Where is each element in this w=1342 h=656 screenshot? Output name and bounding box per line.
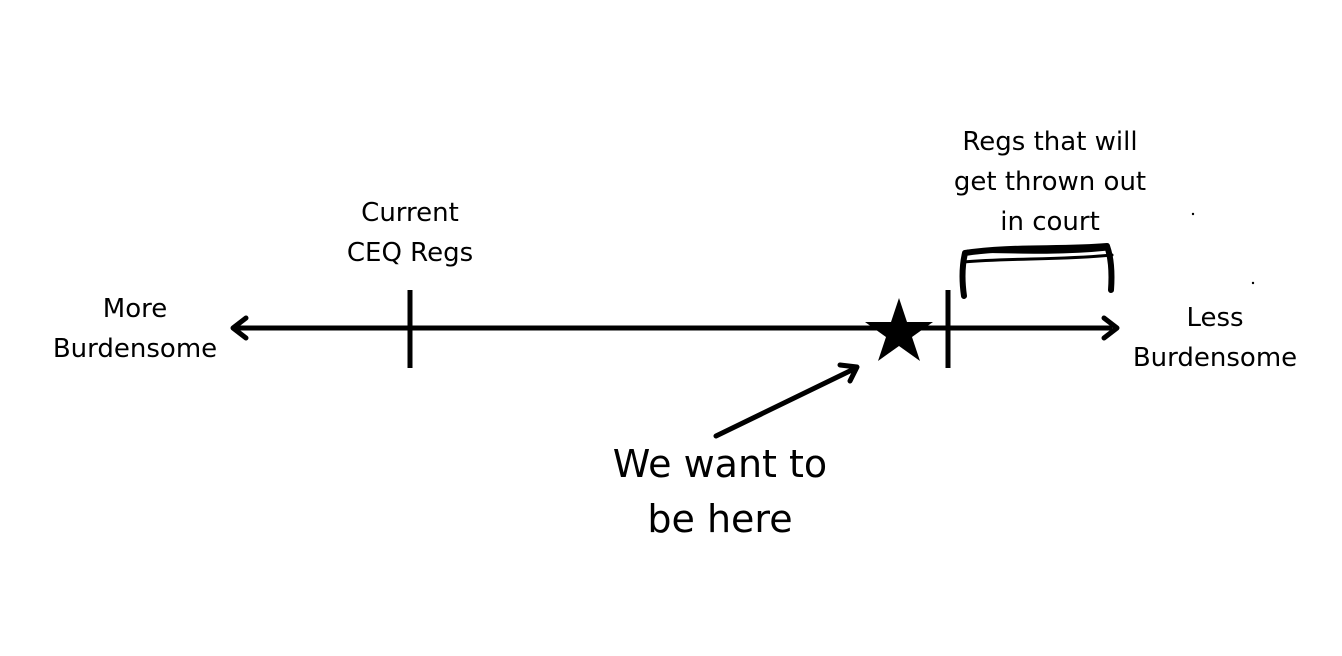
thrown-out-line-3: in court (1000, 207, 1100, 237)
stray-speck (1191, 212, 1195, 216)
less-burdensome-line-2: Burdensome (1132, 343, 1298, 373)
thrown-out-line-2: get thrown out (953, 167, 1147, 197)
star-icon (865, 298, 933, 361)
stray-speck (1251, 281, 1255, 285)
axis-right-arrowhead (1101, 315, 1120, 341)
axis-left-arrowhead (230, 315, 249, 341)
target-callout-label: We want to be here (590, 437, 850, 547)
thrown-out-line-1: Regs that will (962, 127, 1138, 157)
pointer-arrow-shaft (713, 365, 859, 439)
less-burdensome-line-1: Less (1186, 303, 1244, 333)
more-burdensome-line-2: Burdensome (52, 334, 218, 364)
thrown-out-bracket (959, 243, 1115, 299)
target-callout-line-1: We want to (612, 442, 828, 486)
more-burdensome-line-1: More (102, 294, 168, 324)
current-regs-line-2: CEQ Regs (346, 238, 474, 268)
more-burdensome-label: More Burdensome (40, 289, 230, 369)
target-callout-line-2: be here (647, 497, 793, 541)
current-regs-line-1: Current (361, 198, 459, 228)
less-burdensome-label: Less Burdensome (1120, 298, 1310, 378)
thrown-out-label: Regs that will get thrown out in court (930, 122, 1170, 242)
pointer-arrowhead (837, 362, 860, 384)
current-regs-label: Current CEQ Regs (320, 193, 500, 273)
